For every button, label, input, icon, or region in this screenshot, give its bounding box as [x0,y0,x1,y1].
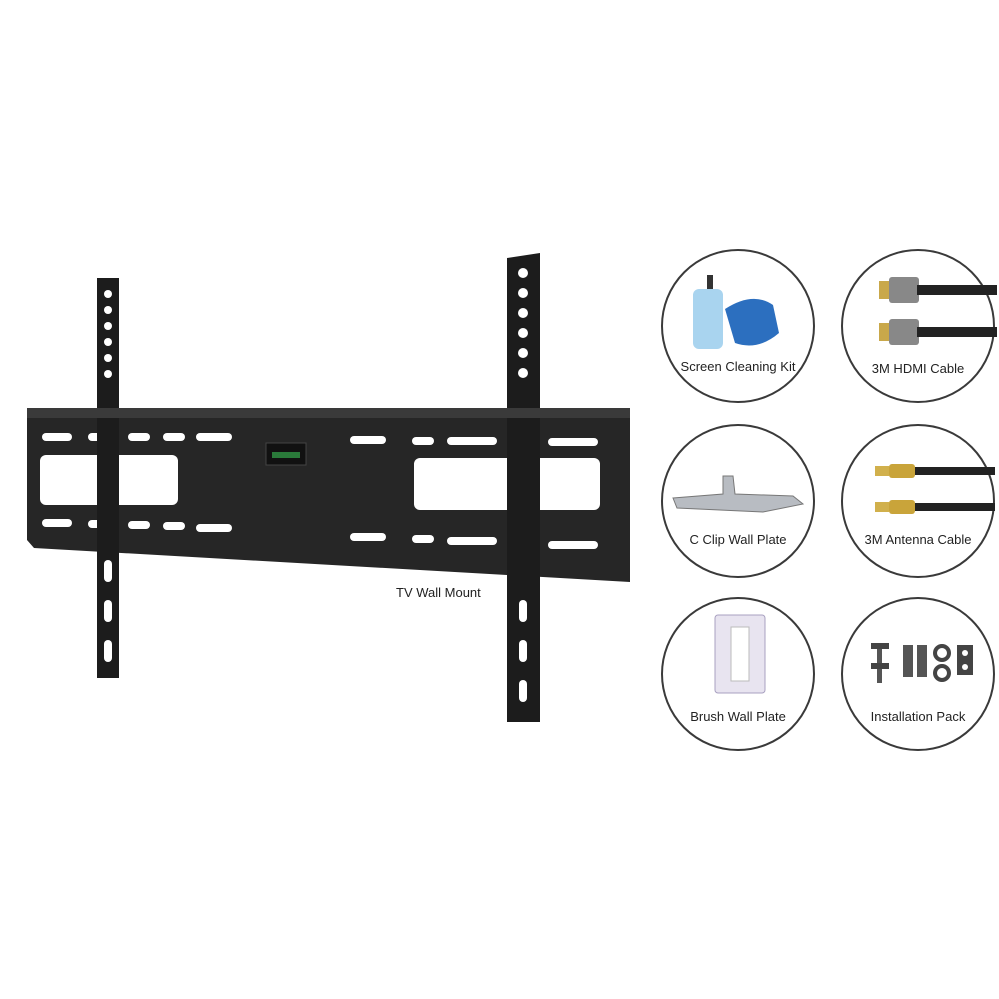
antenna-cable-icon [875,464,995,514]
tv-wall-mount-label: TV Wall Mount [396,585,481,600]
accessory-brush-wall-plate: Brush Wall Plate [661,597,815,751]
accessory-label: Screen Cleaning Kit [680,359,796,374]
accessory-label: Installation Pack [870,709,966,724]
hdmi-cable-icon [879,277,997,345]
accessory-hdmi-cable: 3M HDMI Cable [841,249,997,403]
accessory-label: 3M Antenna Cable [864,532,972,547]
accessory-c-clip-wall-plate: C Clip Wall Plate [661,424,815,578]
accessory-screen-cleaning-kit: Screen Cleaning Kit [661,249,815,403]
spray-bottle-icon [693,275,779,349]
brush-wall-plate-icon [714,614,766,694]
accessory-label: Brush Wall Plate [690,709,786,724]
accessory-label: C Clip Wall Plate [689,532,787,547]
accessory-installation-pack: Installation Pack [841,597,995,751]
accessory-antenna-cable: 3M Antenna Cable [841,424,995,578]
accessory-label: 3M HDMI Cable [871,361,965,376]
screws-washers-icon [871,643,973,683]
c-clip-plate-icon [672,475,805,513]
